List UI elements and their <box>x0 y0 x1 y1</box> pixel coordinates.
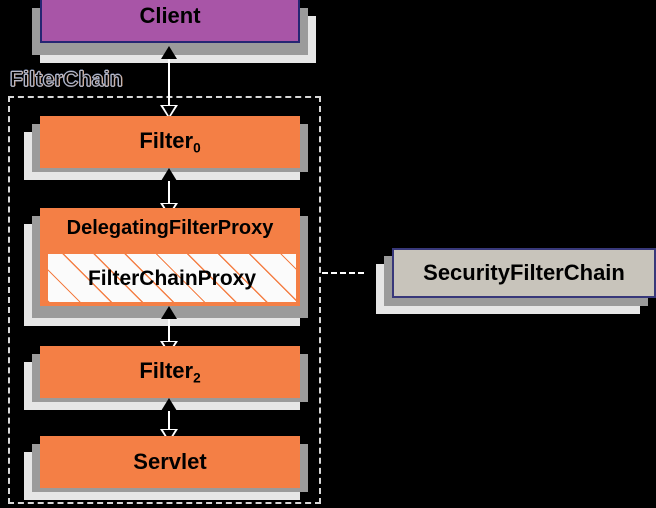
arrowhead-right-solid <box>364 265 377 281</box>
node-client[interactable]: Client <box>24 0 316 63</box>
security-filter-chain-box[interactable]: SecurityFilterChain <box>392 248 656 298</box>
arrowhead-up-solid <box>161 398 177 411</box>
connector-line <box>168 56 170 116</box>
filter-chain-proxy-label: FilterChainProxy <box>87 266 257 290</box>
filterchain-title: FilterChain <box>10 68 124 92</box>
filterchain-container <box>8 96 321 504</box>
node-security-filter-chain[interactable]: SecurityFilterChain <box>376 248 656 314</box>
filter2-label-text: Filter <box>139 357 194 383</box>
filter0-label-text: Filter <box>139 127 194 153</box>
arrowhead-up-solid <box>161 46 177 59</box>
filter2-subscript: 2 <box>193 369 201 385</box>
connector-dashed-line <box>322 272 364 274</box>
security-filter-chain-label: SecurityFilterChain <box>423 260 625 285</box>
filter0-box[interactable]: Filter0 <box>40 116 300 168</box>
filter0-subscript: 0 <box>193 139 201 155</box>
node-filter2[interactable]: Filter2 <box>24 346 316 410</box>
connector-line <box>168 178 170 214</box>
connector-line <box>168 408 170 440</box>
filter2-label: Filter2 <box>139 357 201 385</box>
node-filter0[interactable]: Filter0 <box>24 116 316 180</box>
node-servlet[interactable]: Servlet <box>24 436 316 500</box>
node-delegating-filter-proxy[interactable]: DelegatingFilterProxy FilterChainProxy <box>24 208 316 326</box>
filter0-label: Filter0 <box>139 127 201 155</box>
filter2-box[interactable]: Filter2 <box>40 346 300 398</box>
servlet-box[interactable]: Servlet <box>40 436 300 488</box>
client-box[interactable]: Client <box>40 0 300 43</box>
filter-chain-proxy-box[interactable]: FilterChainProxy <box>46 252 298 304</box>
connector-line <box>168 316 170 352</box>
arrowhead-down-hollow <box>160 105 178 119</box>
delegating-filter-proxy-label: DelegatingFilterProxy <box>66 217 274 239</box>
arrowhead-up-solid <box>161 306 177 319</box>
client-label: Client <box>139 2 201 28</box>
arrowhead-up-solid <box>161 168 177 181</box>
servlet-label: Servlet <box>133 449 207 474</box>
delegating-filter-proxy-box[interactable]: DelegatingFilterProxy FilterChainProxy <box>40 208 300 306</box>
